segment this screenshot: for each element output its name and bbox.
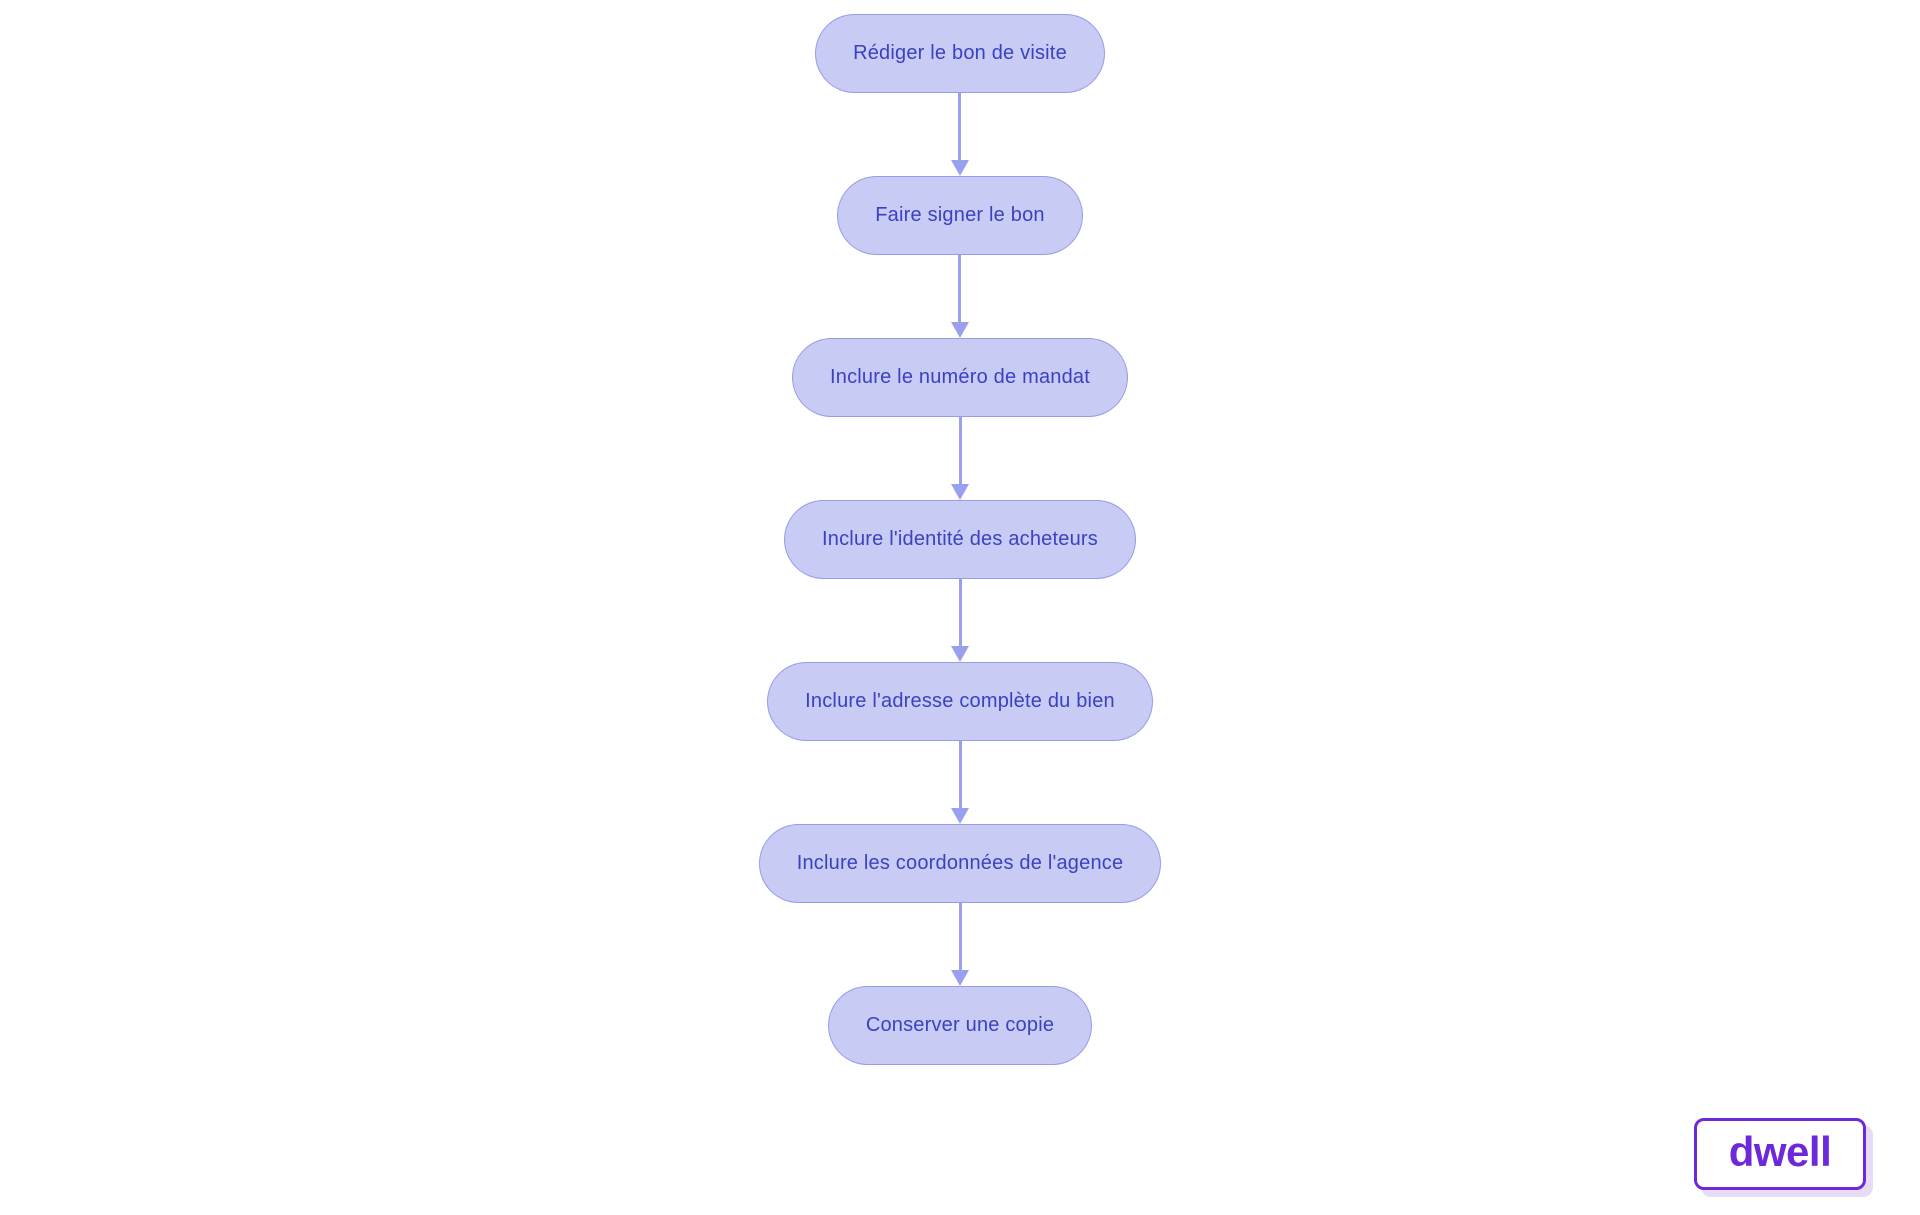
flow-arrowhead-icon <box>951 646 969 662</box>
flow-step: Rédiger le bon de visite <box>815 14 1105 176</box>
flow-node-label: Inclure l'adresse complète du bien <box>805 690 1115 712</box>
flow-arrow <box>951 417 969 500</box>
flow-node: Inclure le numéro de mandat <box>792 338 1128 417</box>
flow-node: Inclure l'identité des acheteurs <box>784 500 1136 579</box>
flowchart: Rédiger le bon de visite Faire signer le… <box>0 14 1920 1065</box>
flow-step: Inclure l'adresse complète du bien <box>767 662 1153 824</box>
flow-arrow-line <box>958 255 962 322</box>
flow-step: Inclure les coordonnées de l'agence <box>758 824 1162 986</box>
flow-arrow <box>951 741 969 824</box>
flow-arrow <box>951 579 969 662</box>
flow-arrow-line <box>958 903 962 970</box>
flow-arrowhead-icon <box>951 484 969 500</box>
dwell-logo-badge: dwell <box>1694 1118 1866 1190</box>
flow-node-label: Rédiger le bon de visite <box>853 42 1067 64</box>
flow-node: Rédiger le bon de visite <box>815 14 1105 93</box>
flow-arrow-line <box>958 93 962 160</box>
flow-node: Inclure les coordonnées de l'agence <box>758 824 1162 903</box>
flow-node-label: Inclure le numéro de mandat <box>830 366 1090 388</box>
flow-node: Inclure l'adresse complète du bien <box>767 662 1153 741</box>
flow-node-label: Faire signer le bon <box>875 204 1045 226</box>
flow-arrowhead-icon <box>951 970 969 986</box>
flow-arrow <box>950 255 969 338</box>
flow-step: Inclure l'identité des acheteurs <box>784 500 1136 662</box>
flow-step: Inclure le numéro de mandat <box>792 338 1128 500</box>
flow-arrowhead-icon <box>950 160 969 176</box>
flow-step: Faire signer le bon <box>837 176 1083 338</box>
flow-arrow-line <box>958 579 962 646</box>
flow-node-label: Inclure les coordonnées de l'agence <box>796 852 1124 874</box>
flow-arrowhead-icon <box>951 808 969 824</box>
dwell-wordmark: dwell <box>1728 1128 1832 1175</box>
flow-node-label: Conserver une copie <box>865 1014 1055 1036</box>
flow-node-label: Inclure l'identité des acheteurs <box>822 528 1098 550</box>
flow-node: Conserver une copie <box>827 986 1093 1065</box>
flow-arrow <box>950 93 969 176</box>
flow-step: Conserver une copie <box>827 986 1093 1065</box>
flow-arrow-line <box>958 417 962 484</box>
flow-node: Faire signer le bon <box>837 176 1083 255</box>
flow-arrow <box>951 903 969 986</box>
flow-arrow-line <box>958 741 962 808</box>
flow-arrowhead-icon <box>950 322 969 338</box>
